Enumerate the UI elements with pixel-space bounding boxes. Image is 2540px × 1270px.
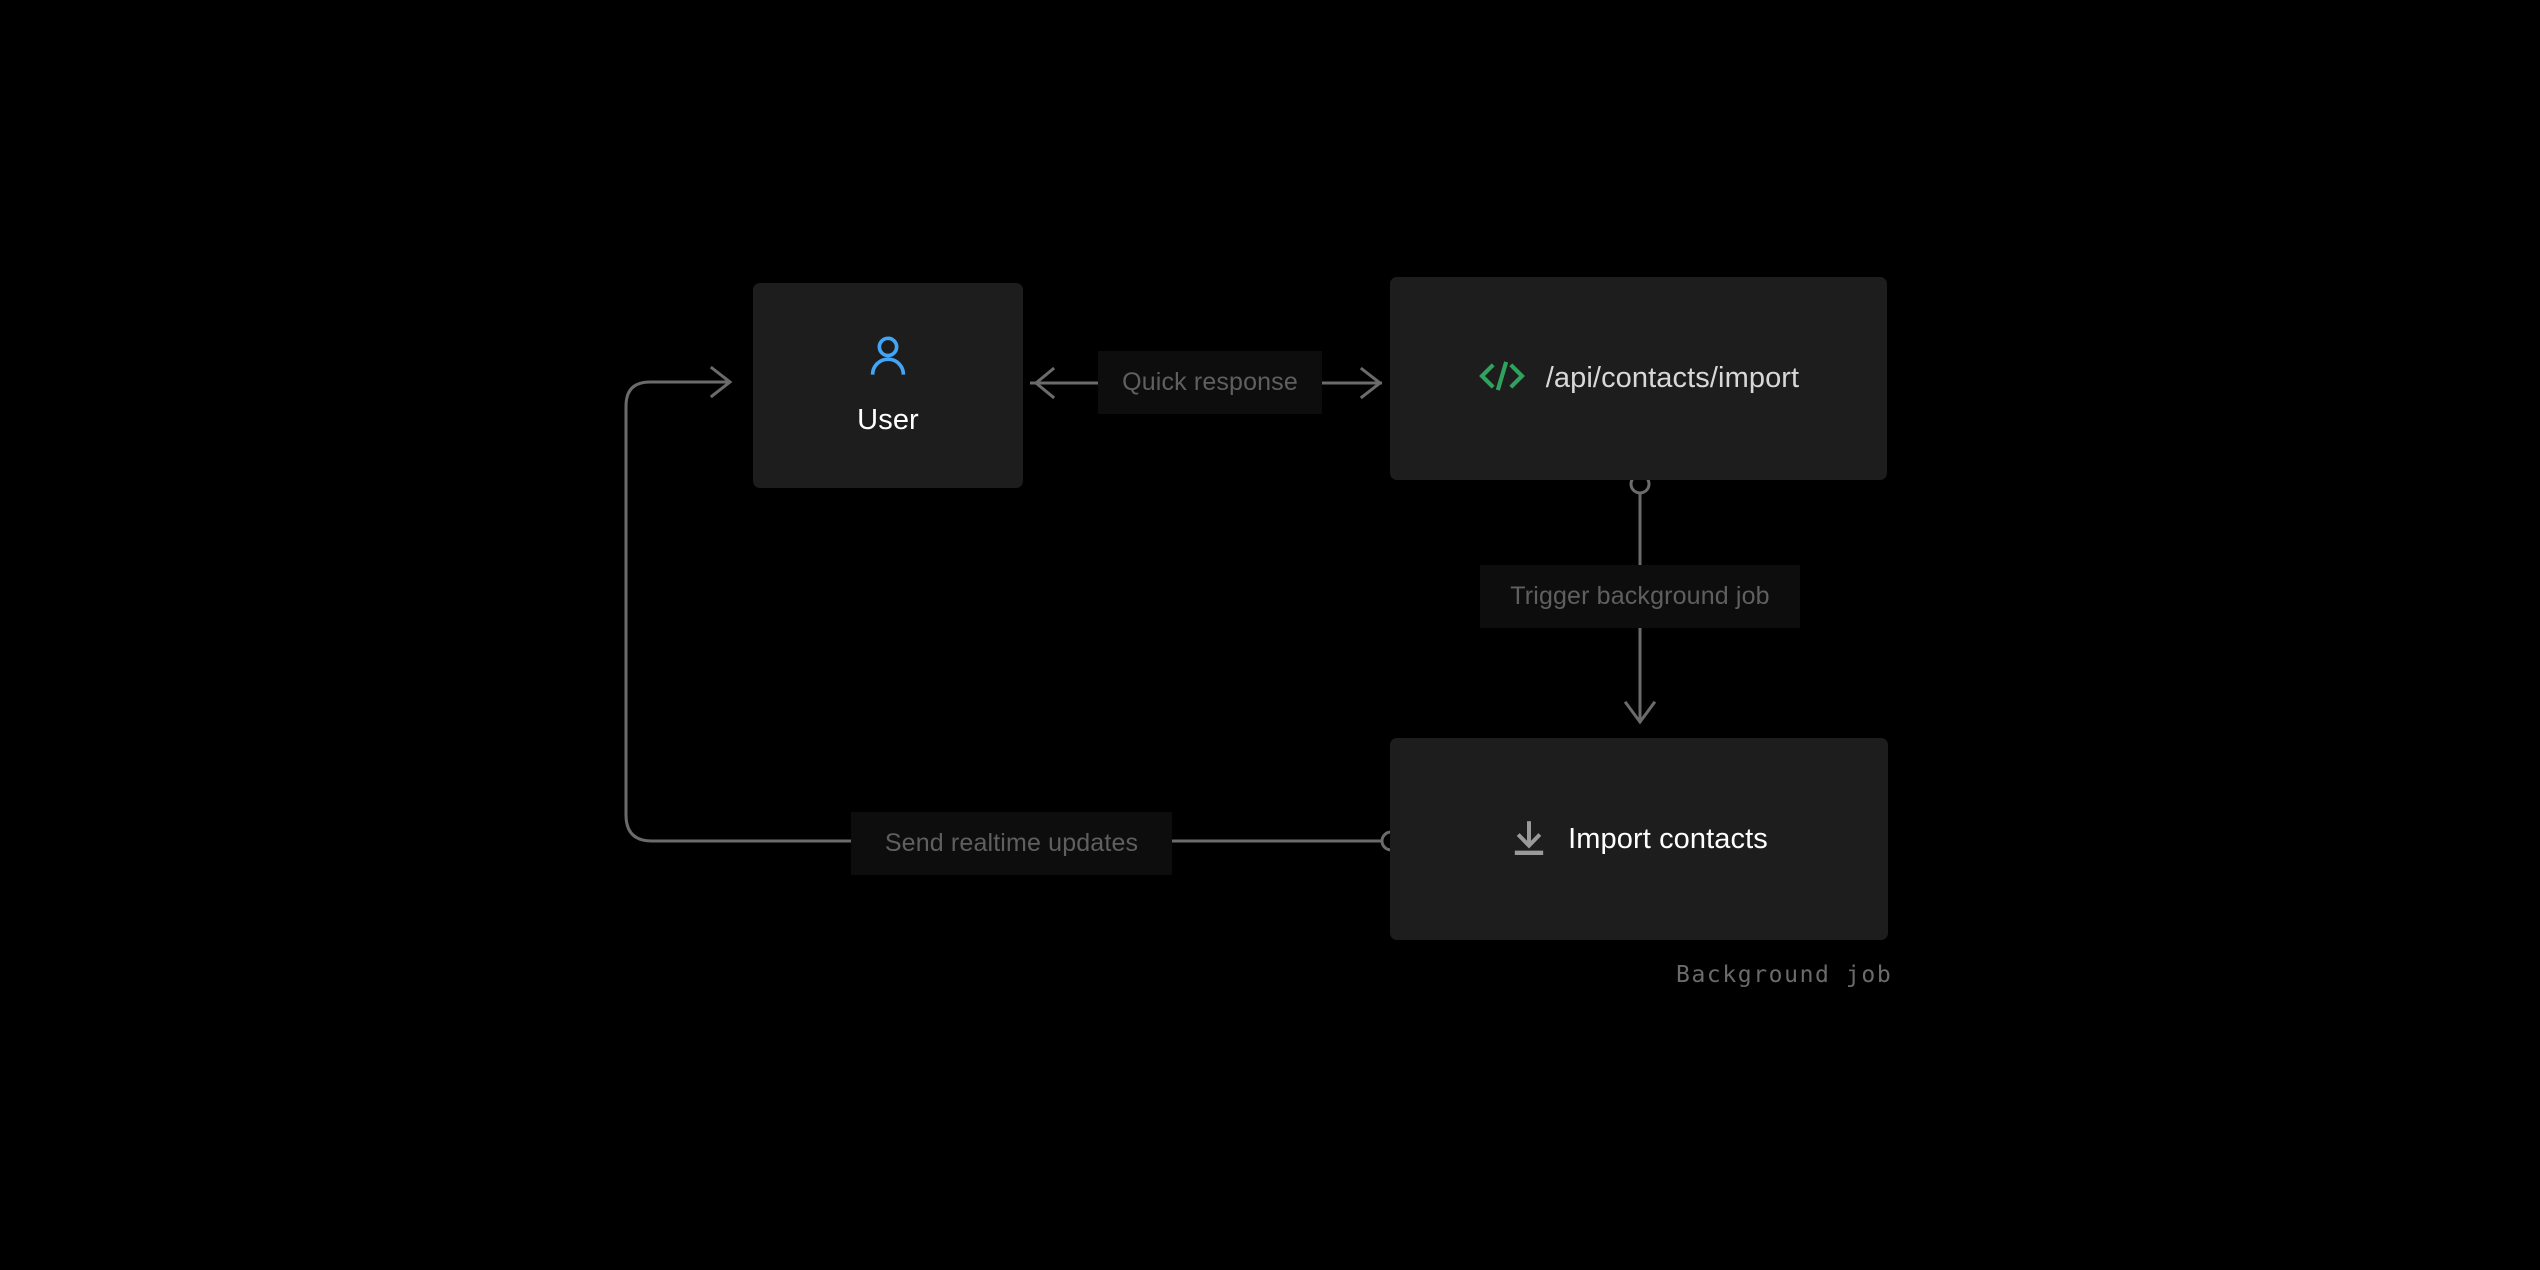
code-brackets-icon <box>1478 356 1526 401</box>
node-user[interactable]: User <box>753 283 1023 488</box>
user-icon <box>866 335 910 388</box>
edge-label-quick-response: Quick response <box>1098 351 1322 414</box>
node-import-label: Import contacts <box>1568 822 1768 855</box>
node-api-endpoint[interactable]: /api/contacts/import <box>1390 277 1887 480</box>
edge-label-trigger-background-job: Trigger background job <box>1480 565 1800 628</box>
node-user-label: User <box>857 403 919 436</box>
edge-label-send-realtime-updates: Send realtime updates <box>851 812 1172 875</box>
node-import-caption: Background job <box>1676 962 1893 988</box>
download-icon <box>1510 817 1548 862</box>
node-api-label: /api/contacts/import <box>1545 362 1800 394</box>
node-import-contacts[interactable]: Import contacts <box>1390 738 1888 940</box>
